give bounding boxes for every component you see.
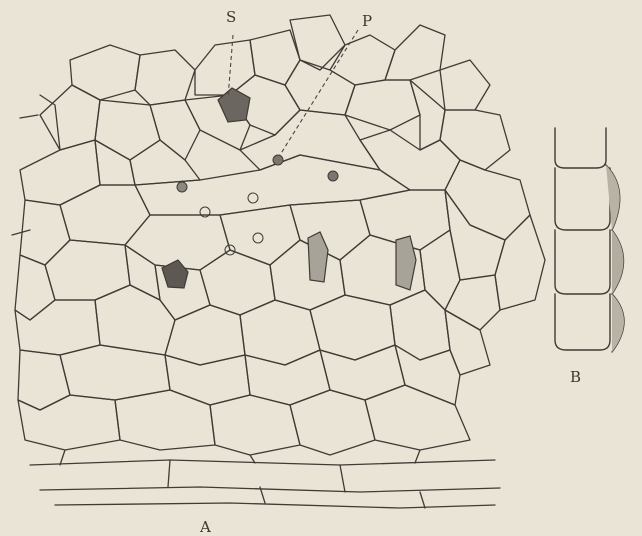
stoma-cell-middle: [308, 232, 328, 282]
stippled-wall-segment: [606, 165, 620, 230]
label-panel-b: B: [570, 368, 581, 386]
stoma-cell-left: [162, 260, 188, 288]
label-stoma: S: [226, 8, 236, 26]
nucleus: [248, 193, 258, 203]
label-pore: P: [362, 12, 372, 30]
panel-b-cross-section: [555, 128, 624, 352]
nucleus: [177, 182, 187, 192]
panel-a-cell-network: [12, 15, 545, 508]
pore-pointer-line: [280, 30, 358, 155]
stoma-cell-right: [396, 236, 416, 290]
label-panel-a: A: [199, 518, 211, 536]
stoma-cell-upper: [218, 88, 250, 122]
nucleus: [328, 171, 338, 181]
nucleus: [253, 233, 263, 243]
nucleus: [273, 155, 283, 165]
stomata-cells: [162, 88, 416, 290]
